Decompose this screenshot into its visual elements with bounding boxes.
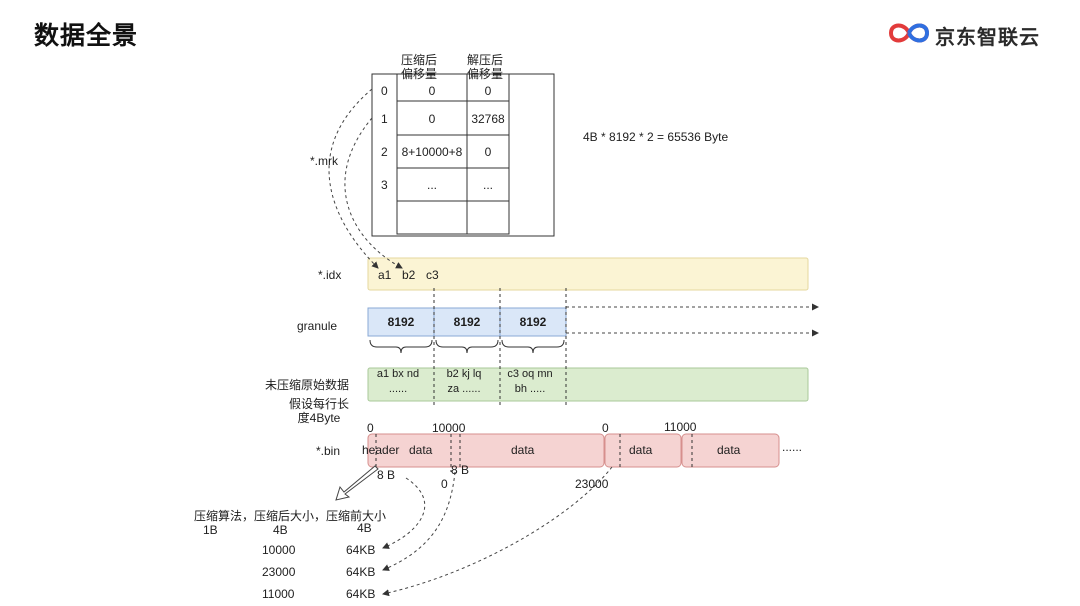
mrk-row-index: 1 (381, 112, 388, 126)
mrk-row-index: 3 (381, 178, 388, 192)
raw-cell-line1: c3 oq mn (507, 368, 553, 380)
legend-row-original: 64KB (346, 587, 376, 601)
granule-value: 8192 (519, 315, 547, 329)
idx-mark: b2 (402, 268, 416, 282)
raw-cell-line1: a1 bx nd (376, 368, 420, 380)
bin-data-text: data (409, 443, 433, 457)
raw-data-label: 未压缩原始数据 (265, 378, 350, 392)
mrk-row-index: 0 (381, 84, 388, 98)
bin-offset-top: 0 (367, 421, 374, 435)
granule-value: 8192 (387, 315, 415, 329)
bin-header-text: header (362, 443, 400, 457)
bin-offset-bottom: 0 (441, 477, 448, 491)
mrk-cell: ... (426, 178, 437, 192)
raw-cell-line1: b2 kj lq (446, 368, 482, 380)
bin-offset-top: 11000 (664, 420, 697, 434)
bin-offset-top: 0 (602, 421, 609, 435)
mrk-row-index: 2 (381, 145, 388, 159)
mrk-cell: ... (482, 178, 493, 192)
bin-separators (375, 434, 693, 472)
legend-row-original: 64KB (346, 543, 376, 557)
bin-offset-top: 10000 (432, 421, 466, 435)
mrk-cell: 0 (484, 84, 492, 98)
bin-blocks (367, 433, 780, 468)
separator-lines (433, 288, 567, 405)
bin-label: *.bin (316, 444, 341, 458)
mrk-table-grid (396, 73, 510, 235)
mrk-cell: 0 (428, 84, 436, 98)
idx-label: *.idx (318, 268, 342, 282)
granule-value: 8192 (453, 315, 481, 329)
formula-text: 4B * 8192 * 2 = 65536 Byte (583, 130, 729, 144)
mrk-header-compressed: 压缩后 偏移量 (400, 53, 437, 81)
mrk-cell: 0 (484, 145, 492, 159)
legend-row-original: 64KB (346, 565, 376, 579)
header-legend-size: 1B (203, 523, 218, 537)
granule-braces (369, 339, 565, 354)
bin-data-text: data (511, 443, 535, 457)
logo-text: 京东智联云 (935, 27, 1040, 49)
bin-legend-arrows (382, 466, 613, 597)
mrk-header-decompressed: 解压后 偏移量 (466, 53, 503, 81)
header-legend-title: 压缩算法，压缩后大小，压缩前大小 (194, 509, 387, 523)
raw-data-bar (367, 367, 809, 402)
header-hollow-arrow (335, 465, 379, 501)
idx-bar (367, 257, 809, 291)
idx-mark: a1 (378, 268, 392, 282)
header-legend-size: 4B (357, 521, 372, 535)
header-legend-size: 4B (273, 523, 288, 537)
legend-row-compressed: 10000 (262, 543, 296, 557)
bin-ellipsis: ...... (782, 440, 803, 454)
mrk-cell: 0 (428, 112, 436, 126)
mrk-cell: 32768 (471, 112, 505, 126)
bin-size-label: 8 B (377, 468, 396, 482)
raw-cell-line2: bh ..... (514, 383, 546, 395)
bin-data-text: data (717, 443, 741, 457)
mrk-arrows (328, 88, 403, 269)
jd-cloud-infinity-icon (888, 23, 930, 43)
bin-size-label: 8 B (451, 463, 470, 477)
mrk-label: *.mrk (310, 154, 338, 168)
raw-cell-line2: za ...... (447, 383, 481, 395)
slide-title: 数据全景 (34, 22, 139, 50)
mrk-cell: 8+10000+8 (401, 145, 463, 159)
raw-data-note: 假设每行长 度4Byte (288, 397, 349, 425)
raw-cell-line2: ...... (388, 383, 408, 395)
bin-data-text: data (629, 443, 653, 457)
granule-label: granule (297, 319, 338, 333)
legend-row-compressed: 23000 (262, 565, 296, 579)
idx-mark: c3 (426, 268, 439, 282)
legend-row-compressed: 11000 (262, 587, 295, 601)
bin-offset-bottom: 23000 (575, 477, 609, 491)
granule-blocks (367, 307, 567, 337)
